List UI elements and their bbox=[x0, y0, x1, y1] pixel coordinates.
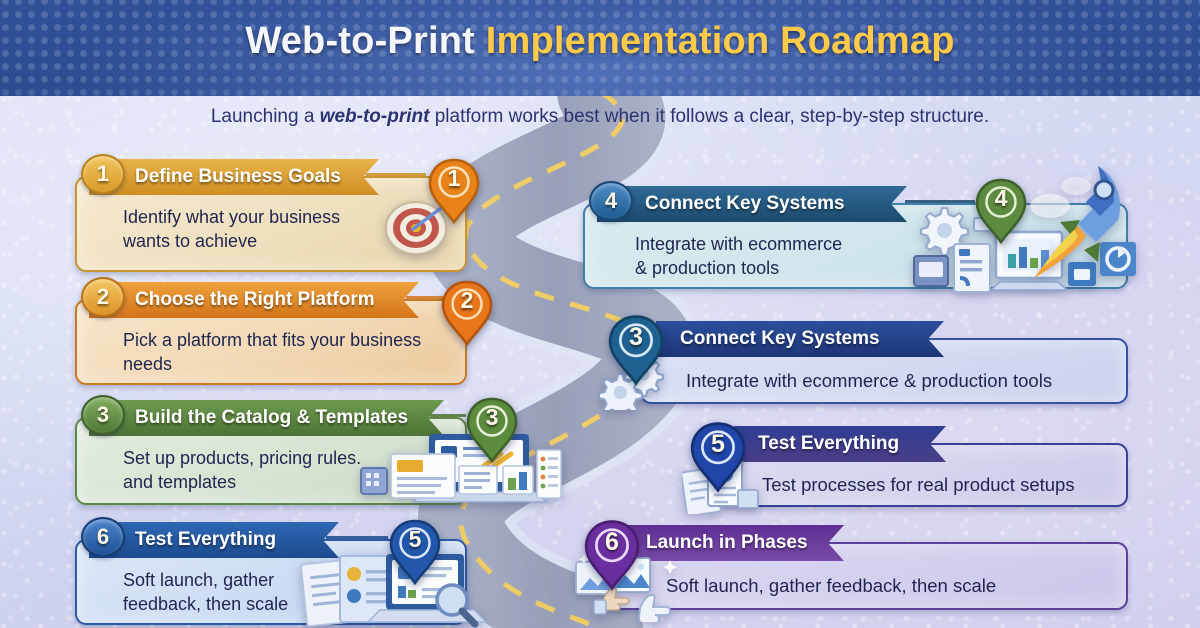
step-card-right-4[interactable]: Launch in Phases Soft launch, gather fee… bbox=[606, 542, 1128, 610]
map-pin-4[interactable]: 4 bbox=[975, 178, 1027, 244]
page-subtitle: Launching a web-to-print platform works … bbox=[0, 106, 1200, 128]
card-body-line-1: Integrate with ecommerce & production to… bbox=[686, 370, 1053, 391]
card-ribbon: Test Everything bbox=[89, 522, 339, 558]
card-body-line-1: Identify what your business bbox=[123, 207, 341, 227]
card-body: Integrate with ecommerce & production to… bbox=[635, 233, 1114, 281]
card-badge: 2 bbox=[81, 277, 125, 317]
connector-line-left-4 bbox=[326, 536, 388, 539]
documents-magnifier-icon bbox=[300, 548, 490, 628]
map-pin-label: 5 bbox=[711, 430, 725, 458]
map-pin-3[interactable]: 3 bbox=[466, 397, 518, 463]
subtitle-after: platform works best when it follows a cl… bbox=[429, 106, 990, 127]
subtitle-before: Launching a bbox=[210, 106, 320, 127]
step-card-left-1[interactable]: Define Business Goals 1 Identify what yo… bbox=[75, 154, 467, 272]
card-title: Launch in Phases bbox=[646, 532, 808, 553]
card-body: Pick a platform that fits your business … bbox=[123, 329, 453, 377]
card-title: Define Business Goals bbox=[135, 166, 341, 187]
card-body-line-1: Soft launch, gather bbox=[123, 570, 275, 590]
card-badge: 3 bbox=[81, 395, 125, 435]
laptop-catalog-templates-icon bbox=[355, 428, 565, 506]
card-body-line-2: & production tools bbox=[635, 257, 780, 278]
card-body-line-2: feedback, then scale bbox=[123, 593, 289, 614]
step-card-right-2[interactable]: Connect Key Systems Integrate with ecomm… bbox=[640, 338, 1128, 404]
map-pin-5-right[interactable]: 5 bbox=[690, 421, 746, 493]
card-body-line-1: Soft launch, gather feedback, then scale bbox=[666, 575, 997, 596]
step-card-right-3[interactable]: Test Everything Test processes for real … bbox=[718, 443, 1128, 507]
connector-line-left-3 bbox=[430, 414, 466, 417]
card-body: Integrate with ecommerce & production to… bbox=[686, 369, 1114, 394]
card-body-line-1: Integrate with ecommerce bbox=[635, 234, 843, 254]
map-pin-label: 2 bbox=[460, 287, 474, 313]
card-body-line-1: Test processes for real product setups bbox=[762, 474, 1075, 495]
card-title: Connect Key Systems bbox=[680, 328, 880, 349]
rocket-icon bbox=[1020, 160, 1136, 280]
card-ribbon: Test Everything bbox=[734, 426, 946, 462]
step-card-left-2[interactable]: Choose the Right Platform 2 Pick a platf… bbox=[75, 277, 467, 385]
card-ribbon: Connect Key Systems bbox=[656, 321, 944, 357]
map-pin-1[interactable]: 1 bbox=[428, 158, 480, 224]
card-body-line-2: needs bbox=[123, 353, 173, 374]
card-badge: 1 bbox=[81, 154, 125, 194]
target-dartboard-icon bbox=[383, 192, 453, 258]
map-pin-label: 3 bbox=[629, 323, 643, 351]
card-ribbon: Build the Catalog & Templates bbox=[89, 400, 444, 436]
map-pin-label: 5 bbox=[408, 526, 422, 552]
map-pin-3-right[interactable]: 3 bbox=[608, 314, 664, 386]
card-ribbon: Choose the Right Platform bbox=[89, 282, 419, 318]
map-pin-5-left[interactable]: 5 bbox=[389, 519, 441, 585]
connector-line-right-1 bbox=[905, 200, 975, 203]
header-banner bbox=[0, 0, 1200, 96]
card-body: Soft launch, gather feedback, then scale bbox=[123, 569, 453, 617]
title-part-2: Implementation Roadmap bbox=[485, 20, 955, 62]
card-body-line-2: and templates bbox=[123, 471, 237, 492]
card-ribbon: Define Business Goals bbox=[89, 159, 379, 195]
card-ribbon: Connect Key Systems bbox=[597, 186, 907, 222]
step-card-left-3[interactable]: Build the Catalog & Templates 3 Set up p… bbox=[75, 395, 467, 505]
subtitle-emphasis: web-to-print bbox=[319, 106, 430, 127]
card-body-line-1: Set up products, pricing rules. bbox=[123, 448, 362, 468]
card-badge: 4 bbox=[589, 181, 633, 221]
map-pin-6[interactable]: 6 bbox=[584, 519, 640, 591]
card-body: Identify what your business wants to ach… bbox=[123, 206, 453, 254]
map-pin-label: 6 bbox=[605, 528, 619, 556]
map-pin-label: 3 bbox=[485, 404, 499, 430]
card-badge: 6 bbox=[81, 517, 125, 557]
map-pin-label: 4 bbox=[994, 185, 1008, 211]
card-body: Set up products, pricing rules. and temp… bbox=[123, 447, 453, 495]
card-body: Test processes for real product setups bbox=[762, 473, 1114, 498]
card-ribbon: Launch in Phases bbox=[622, 525, 844, 561]
title-part-1: Web-to-Print bbox=[245, 20, 475, 62]
card-title: Build the Catalog & Templates bbox=[135, 407, 409, 428]
map-pin-2[interactable]: 2 bbox=[441, 280, 493, 346]
card-body-line-1: Pick a platform that fits your business bbox=[123, 330, 422, 350]
page-title: Web-to-Print Implementation Roadmap bbox=[0, 20, 1200, 63]
connector-line-left-2 bbox=[406, 296, 446, 299]
card-title: Choose the Right Platform bbox=[135, 289, 375, 310]
card-title: Test Everything bbox=[135, 529, 277, 550]
connector-line-left-1 bbox=[366, 173, 426, 176]
card-body: Soft launch, gather feedback, then scale bbox=[666, 574, 1114, 599]
map-pin-label: 1 bbox=[447, 165, 461, 191]
card-title: Connect Key Systems bbox=[645, 193, 845, 214]
card-body-line-2: wants to achieve bbox=[123, 230, 258, 251]
card-title: Test Everything bbox=[758, 433, 900, 454]
